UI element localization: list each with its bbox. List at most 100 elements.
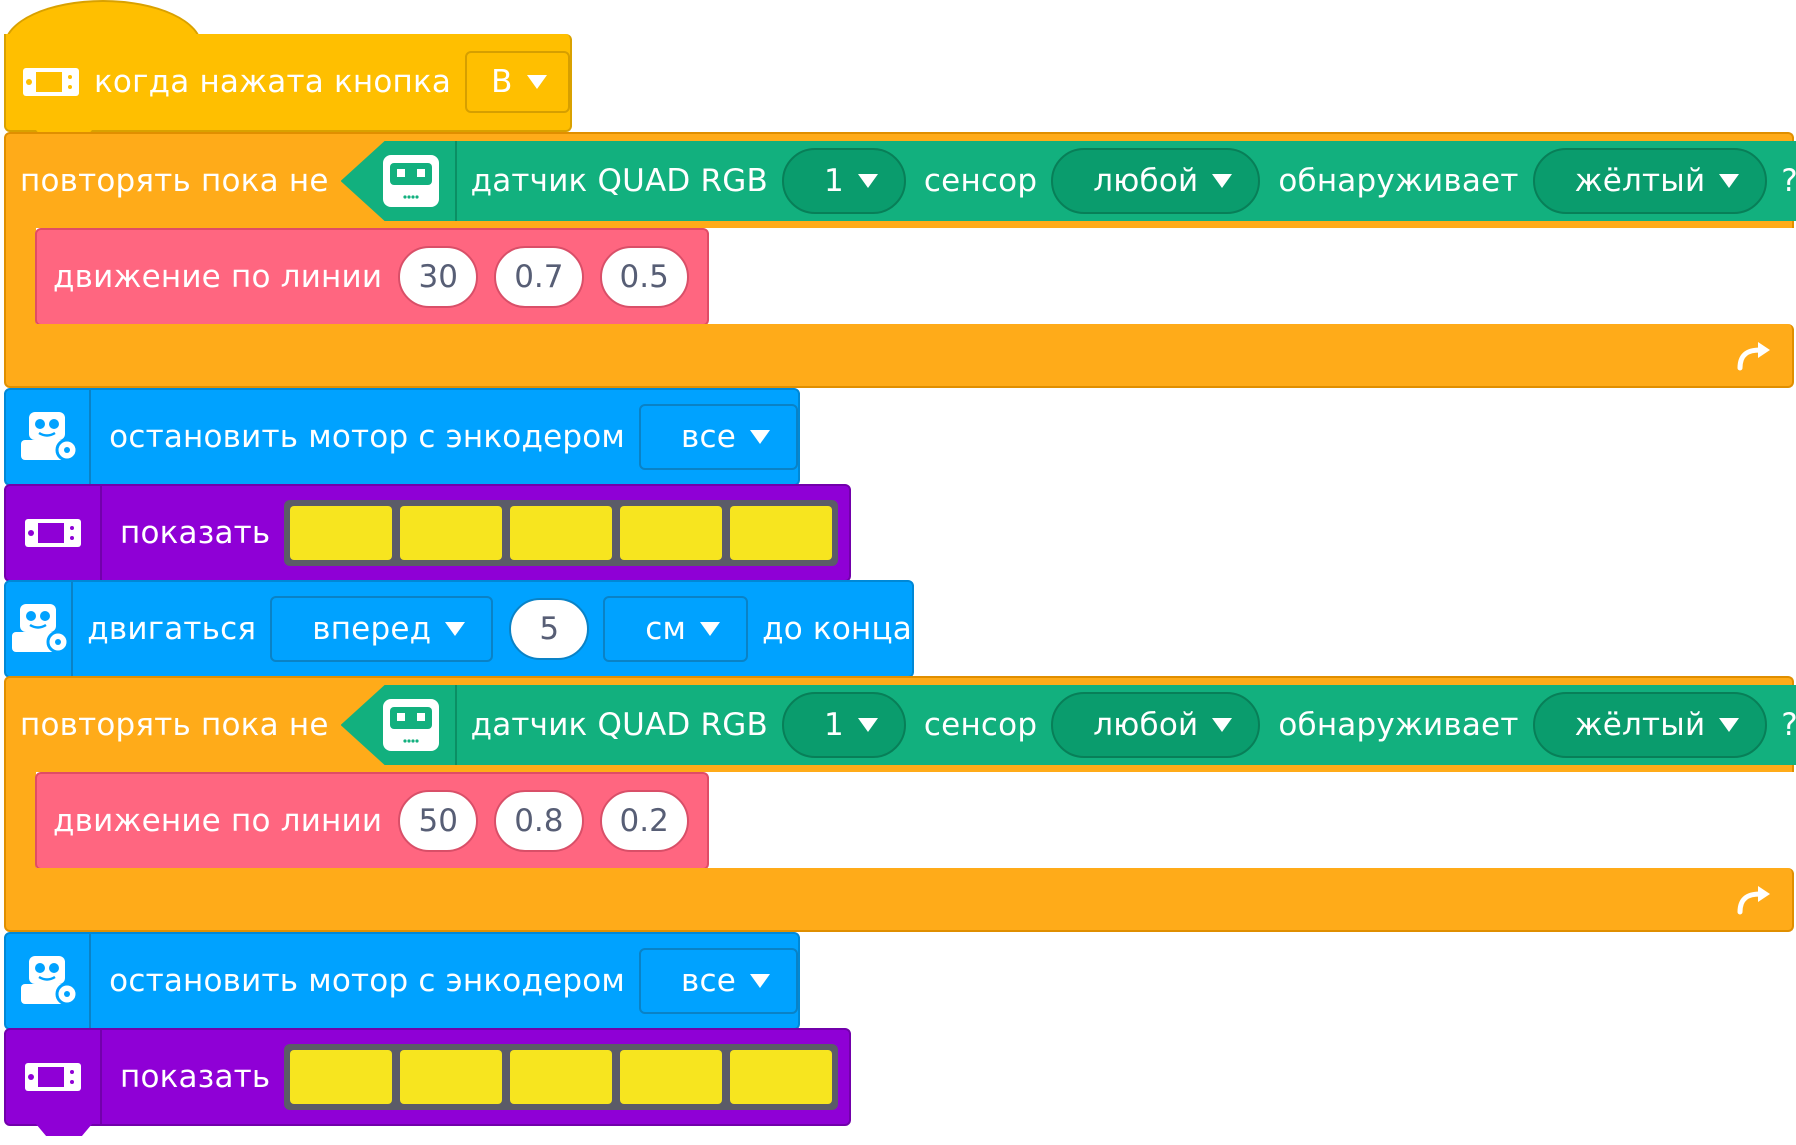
color-value: жёлтый [1574, 163, 1706, 199]
chevron-down-icon [526, 75, 547, 89]
detects-word: обнаруживает [1278, 707, 1519, 743]
move-distance-block[interactable]: двигаться вперед 5 см до конца [4, 580, 914, 678]
show-label: показать [120, 1059, 271, 1095]
button-dropdown[interactable]: B [465, 51, 570, 113]
repeat-until-label: повторять пока не [20, 707, 329, 743]
stop-motor-block[interactable]: остановить мотор с энкодером все [4, 388, 800, 486]
kd-input[interactable]: 0.5 [599, 246, 689, 308]
distance-value: 5 [539, 611, 560, 647]
quad-rgb-sensor-icon [381, 153, 441, 209]
unit-value: см [645, 611, 687, 647]
loop-arm [4, 770, 36, 870]
question-mark: ? [1781, 163, 1796, 199]
port-value: 1 [823, 163, 844, 199]
robot-icon [17, 952, 79, 1010]
kp-input[interactable]: 0.8 [494, 790, 584, 852]
motor-value: все [681, 419, 736, 455]
speed-input[interactable]: 30 [398, 246, 479, 308]
unit-dropdown[interactable]: см [603, 596, 749, 662]
stop-motor-block[interactable]: остановить мотор с энкодером все [4, 932, 800, 1030]
kd-input[interactable]: 0.2 [599, 790, 689, 852]
chevron-down-icon [700, 622, 721, 636]
led-swatch[interactable] [730, 1050, 833, 1104]
motor-dropdown[interactable]: все [639, 948, 798, 1014]
stop-motor-label: остановить мотор с энкодером [109, 419, 625, 455]
led-swatch[interactable] [400, 1050, 503, 1104]
quad-rgb-sensor-icon [381, 697, 441, 753]
sensor-value: любой [1093, 163, 1199, 199]
line-follow-label: движение по линии [53, 803, 383, 839]
chevron-down-icon [750, 974, 770, 988]
speed-value: 30 [418, 259, 458, 295]
led-swatch[interactable] [290, 1050, 393, 1104]
repeat-until-label: повторять пока не [20, 163, 329, 199]
loop-arrow-icon [1734, 884, 1774, 922]
led-swatch[interactable] [400, 506, 503, 560]
chevron-down-icon [1719, 174, 1739, 188]
sensor-value: любой [1093, 707, 1199, 743]
sensor-label: датчик QUAD RGB [470, 707, 768, 743]
motor-dropdown[interactable]: все [639, 404, 798, 470]
kd-value: 0.2 [619, 803, 669, 839]
robot-icon [17, 408, 79, 466]
distance-input[interactable]: 5 [509, 598, 590, 660]
chevron-down-icon [1212, 718, 1232, 732]
loop-arrow-icon [1734, 340, 1774, 378]
led-swatch[interactable] [510, 1050, 613, 1104]
led-swatch[interactable] [510, 506, 613, 560]
detects-word: обнаруживает [1278, 163, 1519, 199]
sensor-word: сенсор [923, 163, 1038, 199]
show-leds-block[interactable]: показать [4, 484, 851, 582]
port-value: 1 [823, 707, 844, 743]
board-icon [22, 67, 80, 97]
motor-value: все [681, 963, 736, 999]
show-leds-block[interactable]: показать [4, 1028, 851, 1126]
led-swatch[interactable] [290, 506, 393, 560]
led-picker[interactable] [284, 1044, 839, 1110]
led-picker[interactable] [284, 500, 839, 566]
bottom-notch [36, 1124, 92, 1136]
board-icon [24, 518, 82, 548]
line-follow-block[interactable]: движение по линии 30 0.7 0.5 [35, 228, 709, 326]
chevron-down-icon [858, 718, 878, 732]
led-swatch[interactable] [620, 1050, 723, 1104]
speed-value: 50 [418, 803, 458, 839]
direction-dropdown[interactable]: вперед [270, 596, 494, 662]
chevron-down-icon [750, 430, 770, 444]
loop-arm [4, 226, 36, 326]
sensor-dropdown[interactable]: любой [1051, 692, 1260, 758]
sensor-dropdown[interactable]: любой [1051, 148, 1260, 214]
chevron-down-icon [445, 622, 466, 636]
quad-rgb-condition-block[interactable]: датчик QUAD RGB 1 сенсор любой обнаружив… [341, 685, 1796, 765]
direction-value: вперед [312, 611, 432, 647]
led-swatch[interactable] [730, 506, 833, 560]
quad-rgb-condition-block[interactable]: датчик QUAD RGB 1 сенсор любой обнаружив… [341, 141, 1796, 221]
led-swatch[interactable] [620, 506, 723, 560]
speed-input[interactable]: 50 [398, 790, 479, 852]
port-dropdown[interactable]: 1 [782, 148, 906, 214]
kp-value: 0.7 [514, 259, 564, 295]
chevron-down-icon [858, 174, 878, 188]
board-icon [24, 1062, 82, 1092]
chevron-down-icon [1212, 174, 1232, 188]
line-follow-label: движение по линии [53, 259, 383, 295]
move-label: двигаться [87, 611, 257, 647]
sensor-word: сенсор [923, 707, 1038, 743]
port-dropdown[interactable]: 1 [782, 692, 906, 758]
kd-value: 0.5 [619, 259, 669, 295]
kp-value: 0.8 [514, 803, 564, 839]
color-dropdown[interactable]: жёлтый [1533, 148, 1768, 214]
color-dropdown[interactable]: жёлтый [1533, 692, 1768, 758]
chevron-down-icon [1719, 718, 1739, 732]
stop-motor-label: остановить мотор с энкодером [109, 963, 625, 999]
line-follow-block[interactable]: движение по линии 50 0.8 0.2 [35, 772, 709, 870]
hat-label: когда нажата кнопка [94, 64, 452, 100]
move-suffix: до конца [762, 611, 912, 647]
robot-icon [8, 600, 70, 658]
show-label: показать [120, 515, 271, 551]
button-dropdown-value: B [491, 64, 513, 100]
sensor-label: датчик QUAD RGB [470, 163, 768, 199]
kp-input[interactable]: 0.7 [494, 246, 584, 308]
question-mark: ? [1781, 707, 1796, 743]
